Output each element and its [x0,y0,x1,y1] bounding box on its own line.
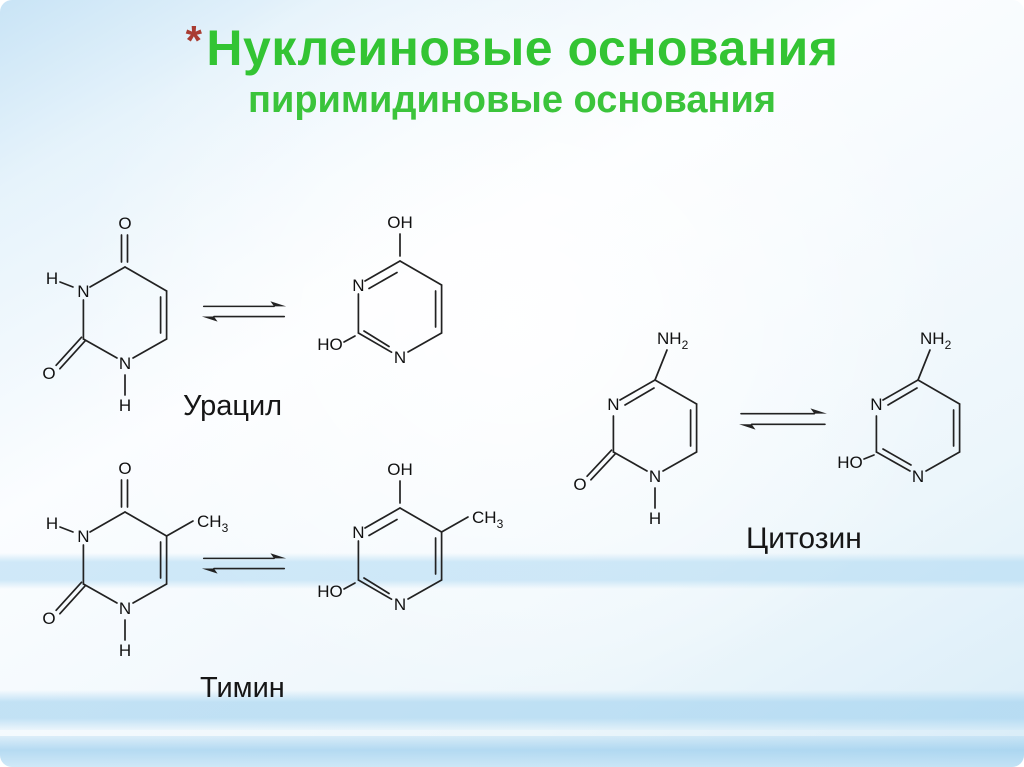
atom-H: H [46,514,58,533]
uracil-label: Урацил [183,390,283,422]
atom-N: N [352,276,364,295]
atom-NH2-main: NH [657,329,682,348]
atom-HO: HO [317,582,343,601]
page-subtitle: пиримидиновые основания [248,79,776,121]
thymine-enol-svg: OH N HO N CH3 [317,460,504,614]
cytosine-enol-svg: NH2 N HO N [837,329,961,486]
atom-N: N [394,595,406,614]
ring-bonds [863,349,961,472]
atom-CH3-main: CH [197,512,222,531]
ring-bonds [343,480,469,601]
atom-NH2-sub: 2 [945,338,952,352]
background-stripe [0,736,1024,767]
equilibrium-arrows-icon [201,553,287,574]
atom-N: N [607,395,619,414]
slide-header: *Нуклеиновые основания пиримидиновые осн… [0,17,1024,122]
atom-CH3-main: CH [472,508,497,527]
atom-O: O [118,459,131,478]
uracil-enol-structure: OH N HO N [305,204,495,409]
atom-O: O [118,214,131,233]
atom-OH: OH [387,213,413,232]
thymine-equilibrium-arrows [200,550,288,576]
atom-N: N [119,599,131,618]
uracil-keto-svg: O N H O N H [42,214,168,415]
atom-O: O [573,475,586,494]
atom-N: N [77,527,89,546]
uracil-enol-svg: OH N HO N [317,213,443,367]
cytosine-label: Цитозин [746,522,862,555]
atom-N: N [394,348,406,367]
thymine-keto-svg: O N H O N H CH3 [42,459,229,660]
title-asterisk: * [185,17,203,64]
title-text: Нуклеиновые основания [206,20,839,76]
cytosine-equilibrium-arrows [737,405,829,432]
page-title: *Нуклеиновые основания [0,17,1024,76]
atom-NH2: NH2 [657,329,689,352]
atom-NH2-main: NH [920,329,945,348]
atom-N: N [77,282,89,301]
atom-N: N [649,467,661,486]
equilibrium-arrows-icon [739,408,827,430]
background-stripe [0,690,1024,730]
ring-bonds [586,349,698,509]
atom-CH3: CH3 [197,512,229,535]
atom-CH3: CH3 [472,508,504,531]
ring-bonds [55,479,194,641]
atom-H: H [119,396,131,415]
atom-N: N [352,523,364,542]
ring-bonds [343,233,443,354]
cytosine-enol-structure: NH2 N HO N [828,318,1024,533]
atom-H: H [119,641,131,660]
atom-N: N [912,467,924,486]
thymine-keto-structure: O N H O N H CH3 [30,450,265,685]
atom-O: O [42,609,55,628]
atom-HO: HO [317,335,343,354]
thymine-enol-structure: OH N HO N CH3 [305,451,540,656]
atom-H: H [649,509,661,528]
atom-NH2-sub: 2 [682,338,689,352]
atom-N: N [119,354,131,373]
atom-HO: HO [837,453,863,472]
atom-N: N [870,395,882,414]
background-stripe [0,553,1024,589]
cytosine-keto-structure: NH2 N O N H [565,298,770,538]
uracil-keto-structure: O N H O N H [30,205,220,440]
atom-NH2: NH2 [920,329,952,352]
atom-O: O [42,364,55,383]
atom-H: H [46,269,58,288]
equilibrium-arrows-icon [201,301,287,322]
atom-OH: OH [387,460,413,479]
ring-bonds [55,234,168,396]
uracil-equilibrium-arrows [200,298,288,324]
cytosine-keto-svg: NH2 N O N H [573,329,698,528]
atom-CH3-sub: 3 [497,517,504,531]
thymine-label: Тимин [200,672,285,704]
atom-CH3-sub: 3 [222,521,229,535]
